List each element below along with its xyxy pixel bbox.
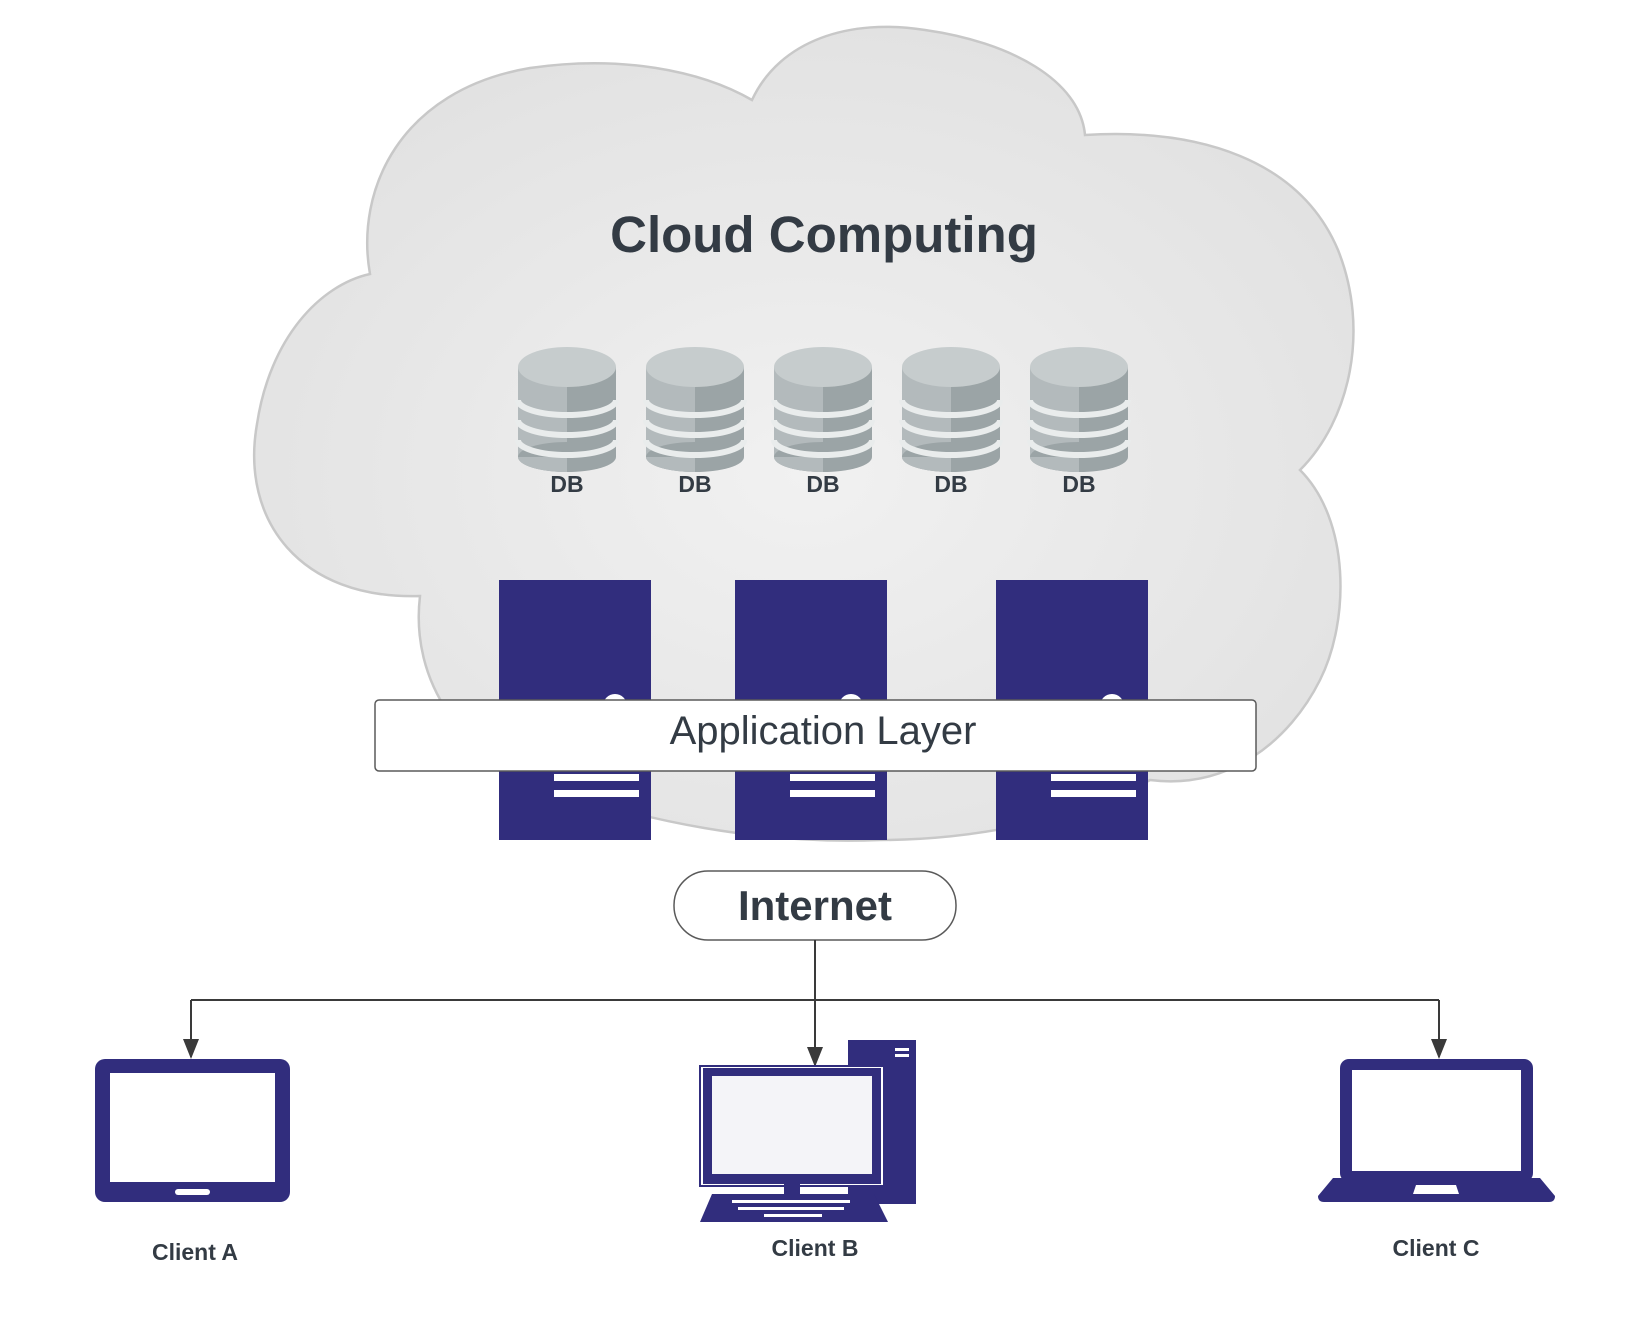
internet-label: Internet bbox=[738, 882, 892, 929]
client-label: Client C bbox=[1393, 1235, 1480, 1261]
internet-node: Internet bbox=[673, 870, 957, 941]
database-label: DB bbox=[1062, 471, 1095, 497]
database-label: DB bbox=[678, 471, 711, 497]
application-layer-label: Application Layer bbox=[670, 709, 977, 753]
tablet-icon bbox=[95, 1059, 290, 1202]
database-icon bbox=[518, 347, 616, 472]
desktop-computer-icon bbox=[699, 1040, 916, 1222]
database-icon bbox=[902, 347, 1000, 472]
database-label: DB bbox=[550, 471, 583, 497]
client-label: Client B bbox=[772, 1235, 859, 1261]
connector-lines bbox=[183, 940, 1447, 1067]
database-label: DB bbox=[806, 471, 839, 497]
cloud-title: Cloud Computing bbox=[610, 206, 1038, 263]
laptop-icon bbox=[1318, 1059, 1555, 1202]
database-icon bbox=[1030, 347, 1128, 472]
client-label: Client A bbox=[152, 1239, 238, 1265]
database-group: DB DB DB DB DB bbox=[518, 347, 1128, 497]
database-icon bbox=[774, 347, 872, 472]
database-icon bbox=[646, 347, 744, 472]
application-layer: Application Layer bbox=[374, 699, 1257, 772]
database-label: DB bbox=[934, 471, 967, 497]
